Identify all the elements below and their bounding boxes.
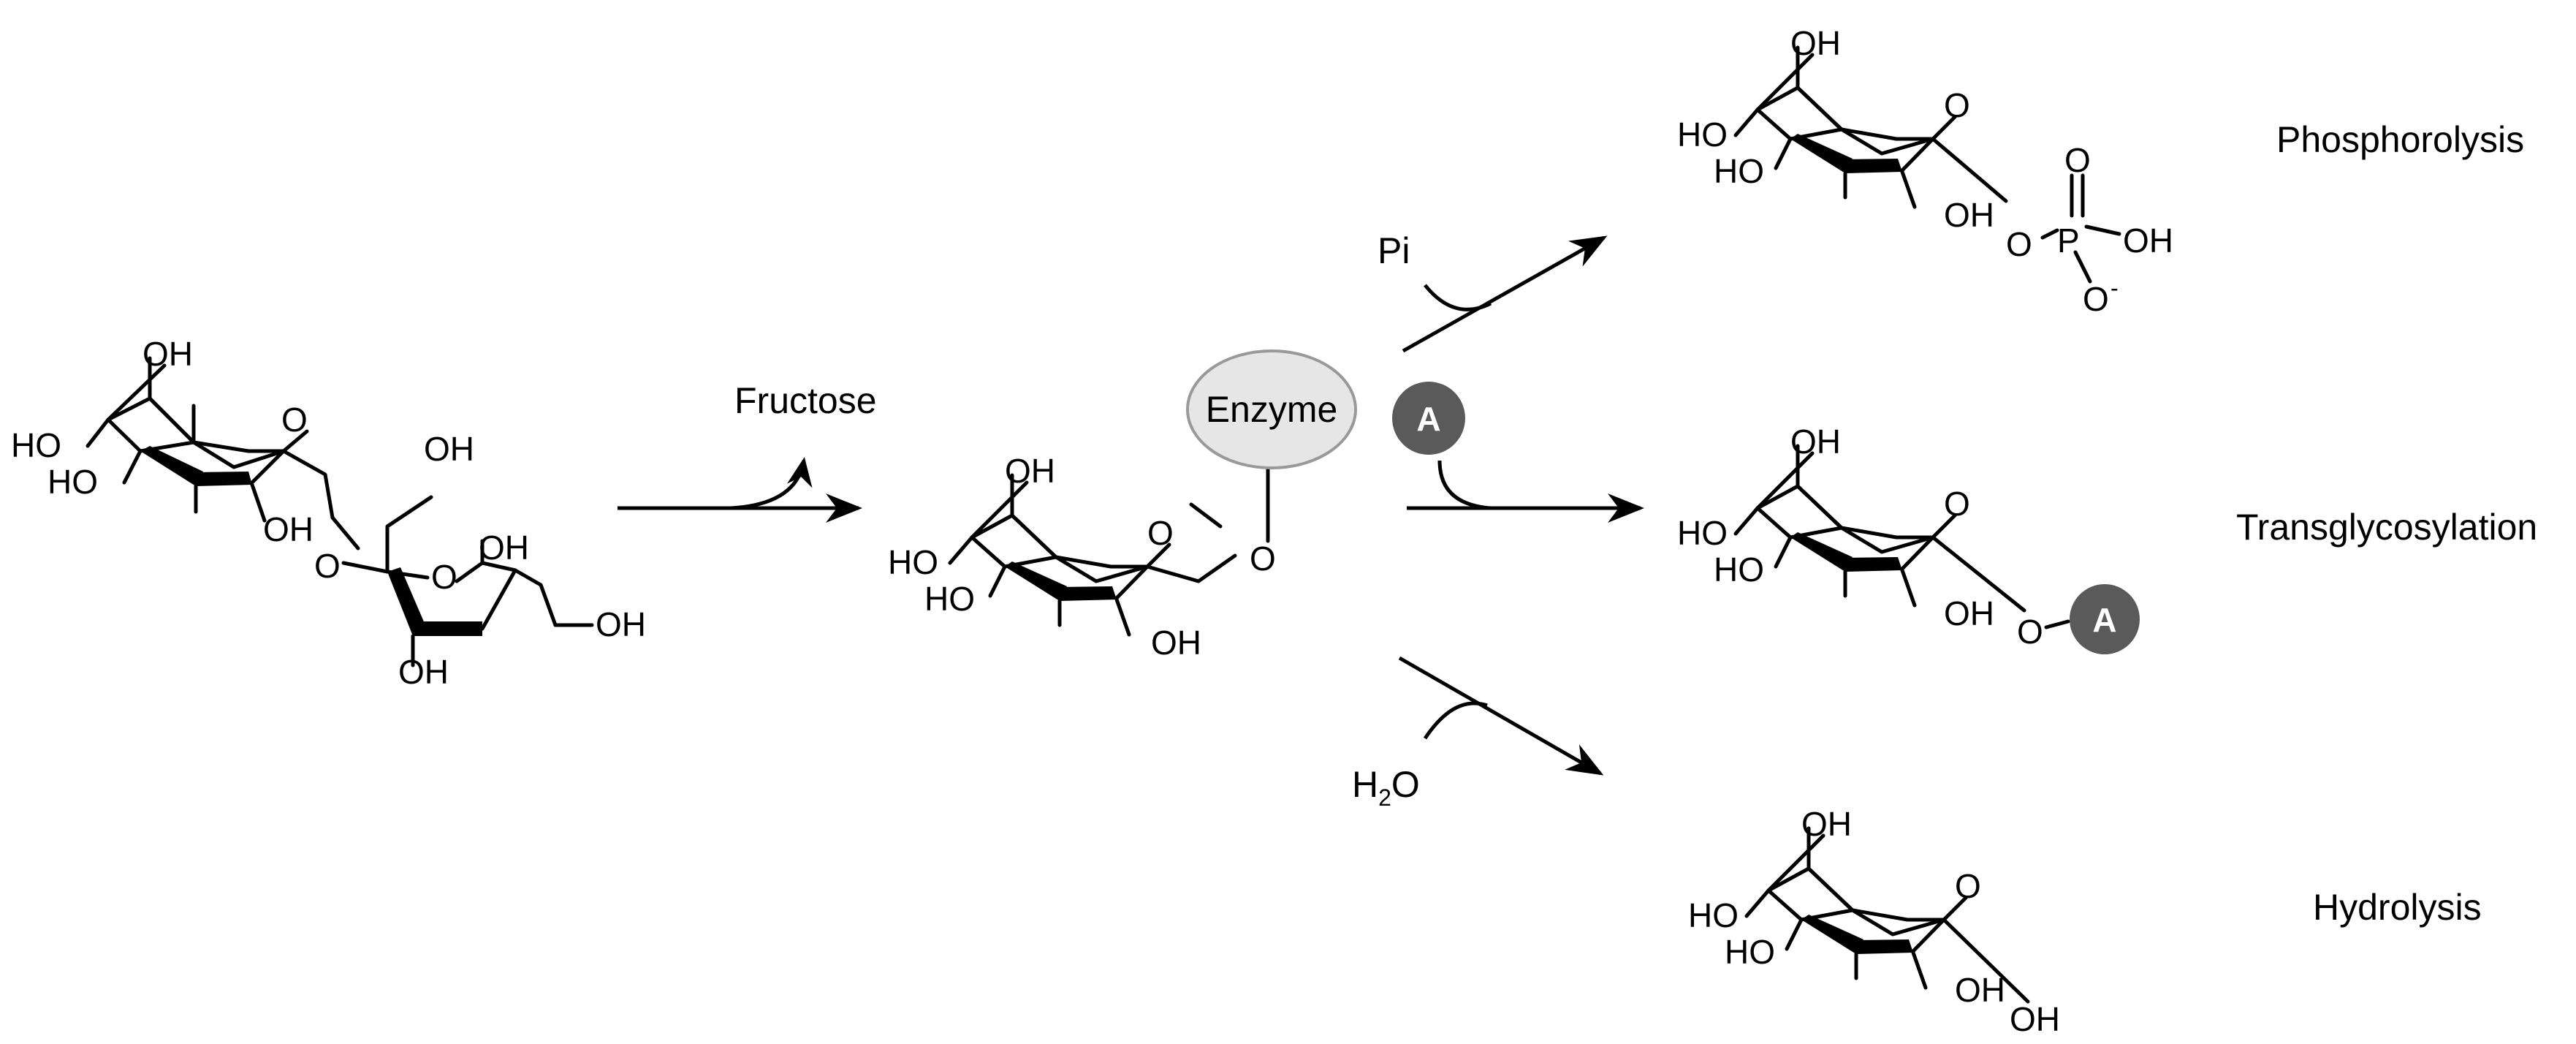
atom-o-glycosidic: O — [314, 547, 341, 585]
atom-oh: OH — [398, 653, 449, 691]
atom-p: P — [2057, 222, 2080, 260]
atom-o: O — [2006, 225, 2032, 263]
negative-charge: - — [2110, 275, 2119, 301]
atom-oh: OH — [2010, 1000, 2060, 1038]
atom-oh: OH — [1944, 594, 1994, 632]
atom-ho: HO — [1714, 152, 1764, 190]
atom-o-ring: O — [1944, 86, 1970, 124]
atom-o-double: O — [2064, 141, 2091, 179]
atom-oh: OH — [424, 430, 474, 468]
atom-o-minus: O — [2083, 280, 2109, 318]
atom-oh: OH — [479, 529, 529, 567]
arrow-phosphorolysis: Pi — [1378, 230, 1608, 353]
arrow-hydrolysis: H2O — [1352, 656, 1604, 811]
atom-oh: OH — [1790, 24, 1841, 62]
atom-oh: OH — [1955, 971, 2005, 1009]
atom-ho: HO — [924, 580, 975, 618]
atom-oh: OH — [1944, 196, 1994, 234]
atom-oh: OH — [596, 605, 646, 643]
product-transglycosylated: A OH O HO HO OH O — [1677, 423, 2140, 654]
sucrose-labels: OH O HO HO OH OH O O OH OH OH — [11, 335, 646, 691]
atom-oh: OH — [1151, 624, 1201, 662]
glucosyl-enzyme-intermediate: Enzyme OH O HO HO OH O — [888, 349, 1357, 662]
atom-oh: OH — [2123, 222, 2173, 260]
water-subscript: 2 — [1378, 784, 1391, 811]
atom-ho: HO — [1688, 896, 1739, 934]
acceptor-badge — [1392, 382, 1465, 455]
atom-oh: OH — [1801, 805, 1852, 843]
enzyme-label: Enzyme — [1206, 389, 1338, 430]
pathway-transglycosylation-label: Transglycosylation — [2236, 507, 2537, 548]
product-glucose: OH O HO HO OH OH — [1688, 805, 2060, 1038]
atom-o-ring: O — [431, 558, 457, 596]
enzyme-ellipse — [1186, 349, 1357, 469]
acceptor-badge-product — [2070, 584, 2140, 654]
sucrose-molecule — [86, 356, 594, 667]
atom-oh: OH — [1790, 423, 1841, 461]
atom-o-ring: O — [1944, 485, 1970, 523]
acceptor-label: A — [1416, 400, 1440, 438]
pi-label: Pi — [1378, 230, 1410, 271]
atom-ho: HO — [1677, 514, 1728, 552]
atom-ho: HO — [11, 426, 61, 464]
fructose-label: Fructose — [734, 380, 877, 421]
atom-o-linkage: O — [1250, 540, 1276, 578]
atom-oh: OH — [143, 335, 193, 373]
atom-o-ring: O — [1147, 514, 1174, 552]
arrow-fructose-release: Fructose — [618, 380, 877, 523]
atom-o-linkage: O — [2017, 613, 2043, 651]
atom-ho: HO — [1677, 116, 1728, 154]
pathway-phosphorolysis-label: Phosphorolysis — [2276, 119, 2524, 160]
atom-o-ring: O — [1955, 867, 1981, 905]
product-glucose-1-phosphate: OH O HO HO OH O P O OH O - — [1677, 24, 2173, 318]
atom-ho: HO — [48, 463, 98, 501]
atom-ho: HO — [1725, 933, 1775, 971]
atom-oh: OH — [263, 510, 314, 548]
svg-text:H2O: H2O — [1352, 764, 1420, 811]
acceptor-label: A — [2092, 601, 2116, 639]
atom-ho: HO — [888, 543, 938, 581]
water-o: O — [1391, 764, 1420, 805]
water-h: H — [1352, 764, 1378, 805]
atom-ho: HO — [1714, 551, 1764, 589]
arrow-transglycosylation: A — [1392, 382, 1644, 523]
atom-oh: OH — [1005, 452, 1055, 490]
pathway-hydrolysis-label: Hydrolysis — [2313, 887, 2482, 928]
atom-o-ring: O — [281, 401, 308, 439]
